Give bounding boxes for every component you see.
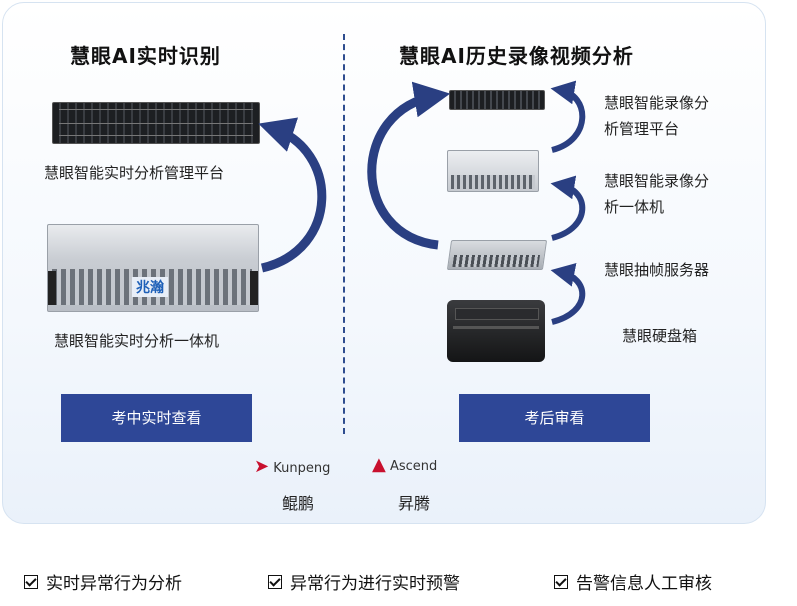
left-up-arrow [258, 117, 327, 273]
right-big-arrow [367, 81, 451, 250]
all-in-one-server-image: 兆瀚 [47, 224, 259, 312]
left-section-title: 慧眼AI实时识别 [70, 44, 221, 68]
feature-item: 告警信息人工审核 [554, 569, 712, 594]
right-section-title: 慧眼AI历史录像视频分析 [399, 44, 634, 68]
ascend-name: 昇腾 [398, 494, 431, 513]
right-arrow-1 [550, 80, 586, 153]
live-view-button[interactable]: 考中实时查看 [61, 394, 252, 442]
kunpeng-name: 鲲鹏 [282, 494, 315, 513]
record-all-in-one-server-image [447, 150, 539, 192]
feature-item: 实时异常行为分析 [24, 569, 182, 594]
left-item-all-in-one: 慧眼智能实时分析一体机 [54, 332, 220, 350]
right-arrow-2 [550, 175, 586, 241]
right-item-record-all-in-one: 慧眼智能录像分 析一体机 [604, 172, 710, 216]
right-arrow-3 [550, 263, 586, 325]
kunpeng-logo: ➤ Kunpeng [254, 456, 331, 477]
checkbox-icon [268, 574, 282, 589]
right-item-frame-server: 慧眼抽帧服务器 [604, 261, 710, 279]
kunpeng-icon: ➤ [254, 456, 270, 477]
post-review-button[interactable]: 考后审看 [459, 394, 650, 442]
ascend-icon: ▲ [372, 454, 386, 475]
left-item-platform: 慧眼智能实时分析管理平台 [44, 164, 225, 182]
section-divider [343, 34, 345, 434]
right-item-disk-enclosure: 慧眼硬盘箱 [622, 327, 698, 345]
checkbox-icon [24, 574, 38, 589]
ascend-logo: ▲ Ascend [372, 454, 438, 475]
feature-item: 异常行为进行实时预警 [268, 569, 460, 594]
right-item-record-platform: 慧眼智能录像分 析管理平台 [604, 94, 710, 138]
disk-enclosure-image [447, 300, 545, 362]
checkbox-icon [554, 574, 568, 589]
server-brand-logo: 兆瀚 [132, 277, 168, 297]
